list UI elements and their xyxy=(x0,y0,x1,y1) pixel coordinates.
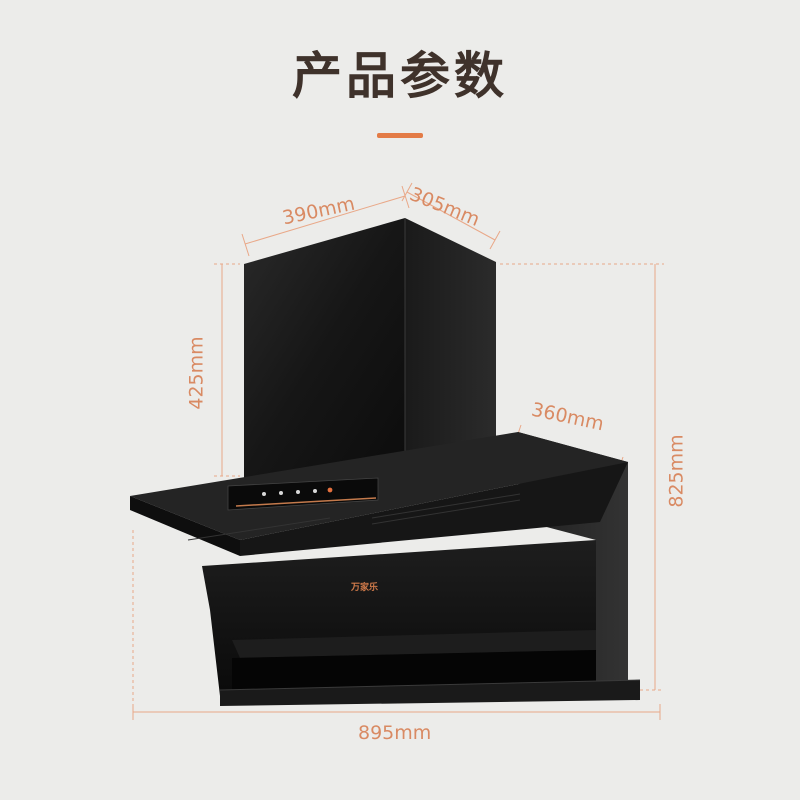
hood-body xyxy=(130,432,641,706)
light-button-icon xyxy=(296,490,300,494)
page-title: 产品参数 xyxy=(292,47,508,105)
title-accent-bar xyxy=(377,133,423,138)
dim-total-height: 825mm xyxy=(665,434,688,508)
dim-total-width: 895mm xyxy=(358,722,432,744)
brand-label: 万家乐 xyxy=(351,583,379,593)
dim-chimney-height: 425mm xyxy=(185,336,208,410)
speed-button-icon xyxy=(279,491,283,495)
power-button-icon xyxy=(262,492,266,496)
dimension-lines xyxy=(132,182,664,720)
clean-button-icon xyxy=(313,489,317,493)
chimney xyxy=(244,218,496,478)
boost-button-icon xyxy=(327,487,333,493)
